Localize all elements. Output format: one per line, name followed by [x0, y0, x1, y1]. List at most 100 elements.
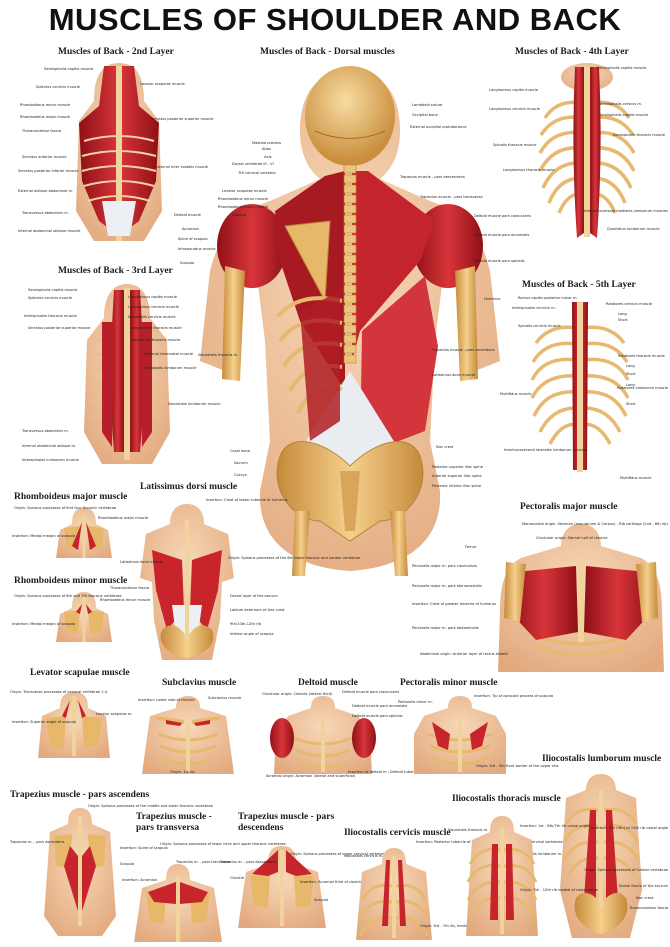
label: Latissimus dorsi muscle: [120, 560, 163, 564]
label: Coccyx: [234, 473, 247, 477]
label: Mastoid process: [252, 141, 282, 145]
panel-title: Muscles of Back - 3rd Layer: [58, 266, 173, 276]
label: Rectus capitis posterior minor m.: [518, 296, 578, 300]
panel-subclavius: Subclavius muscle Insertion: Lower side …: [128, 678, 248, 783]
layer-4-illustration: [538, 63, 636, 238]
label: Origin: Spinous processes of lower neck …: [160, 842, 286, 846]
panel-dorsal: Muscles of Back - Dorsal muscles: [168, 47, 531, 576]
label: Posterior superior iliac spine: [432, 465, 483, 469]
label: Iliocostalis lumborum muscle: [168, 402, 221, 406]
label: Rhomboideus major muscle: [218, 205, 269, 209]
panel-title: Trapezius muscle - pars transversa: [136, 812, 212, 833]
panel-trapezius-descendens: Trapezius muscle - pars descendens Trape…: [220, 812, 387, 945]
label: Spine of scapula: [178, 237, 208, 241]
panel-title: Rhomboideus minor muscle: [14, 576, 128, 586]
panel-trapezius-transversa: Trapezius muscle - pars transversa Origi…: [122, 812, 286, 945]
panel-rhomboideus-minor: Rhomboideus minor muscle Origin: Spinous…: [12, 576, 150, 654]
iliocostalis-thoracis-illustration: [466, 816, 538, 936]
label: Deltoid muscle pars spinalis: [352, 714, 403, 718]
panel-deltoid: Deltoid muscle Clavicular origin: Clavic…: [262, 678, 422, 783]
label: Trapezius m. - pars ascendens: [10, 840, 65, 844]
label: Origin: Spinous processes of the middle …: [88, 804, 213, 808]
label: Clavicle: [232, 213, 247, 217]
label: Semispinalis capitis muscle: [597, 66, 647, 70]
label: Pectoralis major m. pars abdominalis: [412, 626, 479, 630]
label: External intercostal muscle: [144, 352, 193, 356]
panel-pectoralis-major: Pectoralis major muscle Clavicular origi…: [400, 502, 668, 682]
label: Deltoid muscle pars acromialis: [474, 233, 530, 237]
panel-rhomboideus-major: Rhomboideus major muscle Origin: Spinous…: [12, 492, 148, 570]
panel-title: Pectoralis minor muscle: [400, 678, 498, 688]
label: Dorsal vertebrae III - VI: [232, 162, 274, 166]
label: Iliocostalis cervicis muscle: [128, 315, 176, 319]
label: Origin: Spinous processes of first four …: [14, 506, 116, 510]
label: Intertransversarii mediales lumborum mus…: [584, 209, 668, 213]
label: Insertion: 5th (4th) to 12th rib costal …: [591, 826, 668, 830]
label: Rhomboideus minor muscle: [218, 197, 269, 201]
label: Coxal bone: [230, 449, 251, 453]
label: Iliac crest: [436, 445, 454, 449]
label: Atlas: [262, 147, 271, 151]
label: Origin: 1st rib: [170, 770, 195, 774]
label: Longissimus thoracis muscle: [130, 326, 182, 330]
label: 9th/10th-12th rib: [230, 622, 261, 626]
label: Dorsal fascia of the sacrum: [618, 884, 668, 888]
panel-title: Muscles of Back - 4th Layer: [515, 47, 629, 57]
label: Trapezius muscle - pars descendens: [400, 175, 465, 179]
label: Scapula: [120, 862, 135, 866]
label: Scapula: [180, 261, 195, 265]
label: External oblique abdominal m.: [18, 189, 74, 193]
pectoralis-major-illustration: [498, 524, 664, 672]
panel-layer-3: Muscles of Back - 3rd Layer Semispinalis…: [22, 266, 196, 476]
panel-trapezius-ascendens: Trapezius muscle - pars ascendens Trapez…: [10, 790, 213, 945]
layer-3-illustration: [84, 284, 170, 464]
label: Iliocostalis thoracis muscle: [132, 338, 181, 342]
label: Interspinales cervicis m.: [512, 306, 556, 310]
label: Thoracolumbar fascia: [110, 586, 149, 590]
label: Iliocostalis thoracis m.: [198, 353, 239, 357]
label: Rhomboideus minor muscle: [100, 598, 151, 602]
iliocostalis-lumborum-illustration: [560, 774, 642, 938]
label: Spinalis thoracis muscle: [493, 143, 537, 147]
label: Femur: [465, 545, 477, 549]
label: Iliac crest: [636, 896, 654, 900]
label: Insertion: Lower side of clavicle: [138, 698, 195, 702]
panel-title: Muscles of Back - 5th Layer: [522, 280, 636, 290]
panel-latissimus-dorsi: Latissimus dorsi muscle Insertion: Crest…: [110, 482, 360, 667]
label: Trapezius muscle - pars transversa: [420, 195, 483, 199]
label: Levator scapulae muscle: [222, 189, 267, 193]
label: Transversus abdominis m.: [22, 211, 69, 215]
label: Rhomboideus minor muscle: [20, 103, 71, 107]
label: Thoracolumbar fascia: [629, 906, 668, 910]
label: External inter costalis muscle: [155, 165, 209, 169]
rhomboideus-minor-illustration: [56, 592, 112, 642]
label: Deltoid muscle pars clavicularis: [474, 214, 532, 218]
label: Origin: 3rd - 5th front border of the up…: [476, 764, 559, 768]
panel-title: Iliocostalis cervicis muscle: [344, 828, 451, 838]
label: Acromial origin: Acromion (lateral and s…: [266, 774, 356, 778]
panel-title: Deltoid muscle: [298, 678, 358, 688]
label: Rhomboideus major muscle: [98, 516, 149, 520]
label: Intertransversarii laterales lumborum mu…: [504, 448, 588, 452]
panel-title: Muscles of Back - Dorsal muscles: [260, 47, 395, 57]
label: Longissimus thoracis muscle: [503, 168, 555, 172]
label: Origin: Spinous processes of the 6th low…: [228, 556, 361, 560]
pectoralis-minor-illustration: [414, 696, 506, 774]
label: Insertion: Superior angle of scapula: [12, 720, 77, 724]
layer-5-illustration: [530, 302, 630, 472]
label: Pectoralis major m. pars sternocostalis: [412, 584, 482, 588]
label: Rotatores lumborum muscle: [617, 386, 668, 390]
label: Longissimus cervicis muscle: [128, 305, 179, 309]
panel-pectoralis-minor: Pectoralis minor muscle Pectoralis minor…: [394, 678, 559, 783]
label: Rotatores cervicis muscle: [606, 302, 652, 306]
label: Iliocostalis thoracis m.: [448, 828, 489, 832]
label: Multifidus muscle: [500, 392, 532, 396]
label: Levator scapulae m.: [96, 712, 133, 716]
panel-levator-scapulae: Levator scapulae muscle Origin: Transver…: [10, 668, 145, 768]
iliocostalis-cervicis-illustration: [356, 848, 432, 940]
label: Semispinalis capitis muscle: [44, 67, 94, 71]
label: Insertion: Medial margin of scapula: [12, 534, 76, 538]
page-title: MUSCLES OF SHOULDER AND BACK: [48, 2, 622, 37]
label: Interspinales thoracis muscle: [24, 314, 77, 318]
panel-title: Levator scapulae muscle: [30, 668, 130, 678]
